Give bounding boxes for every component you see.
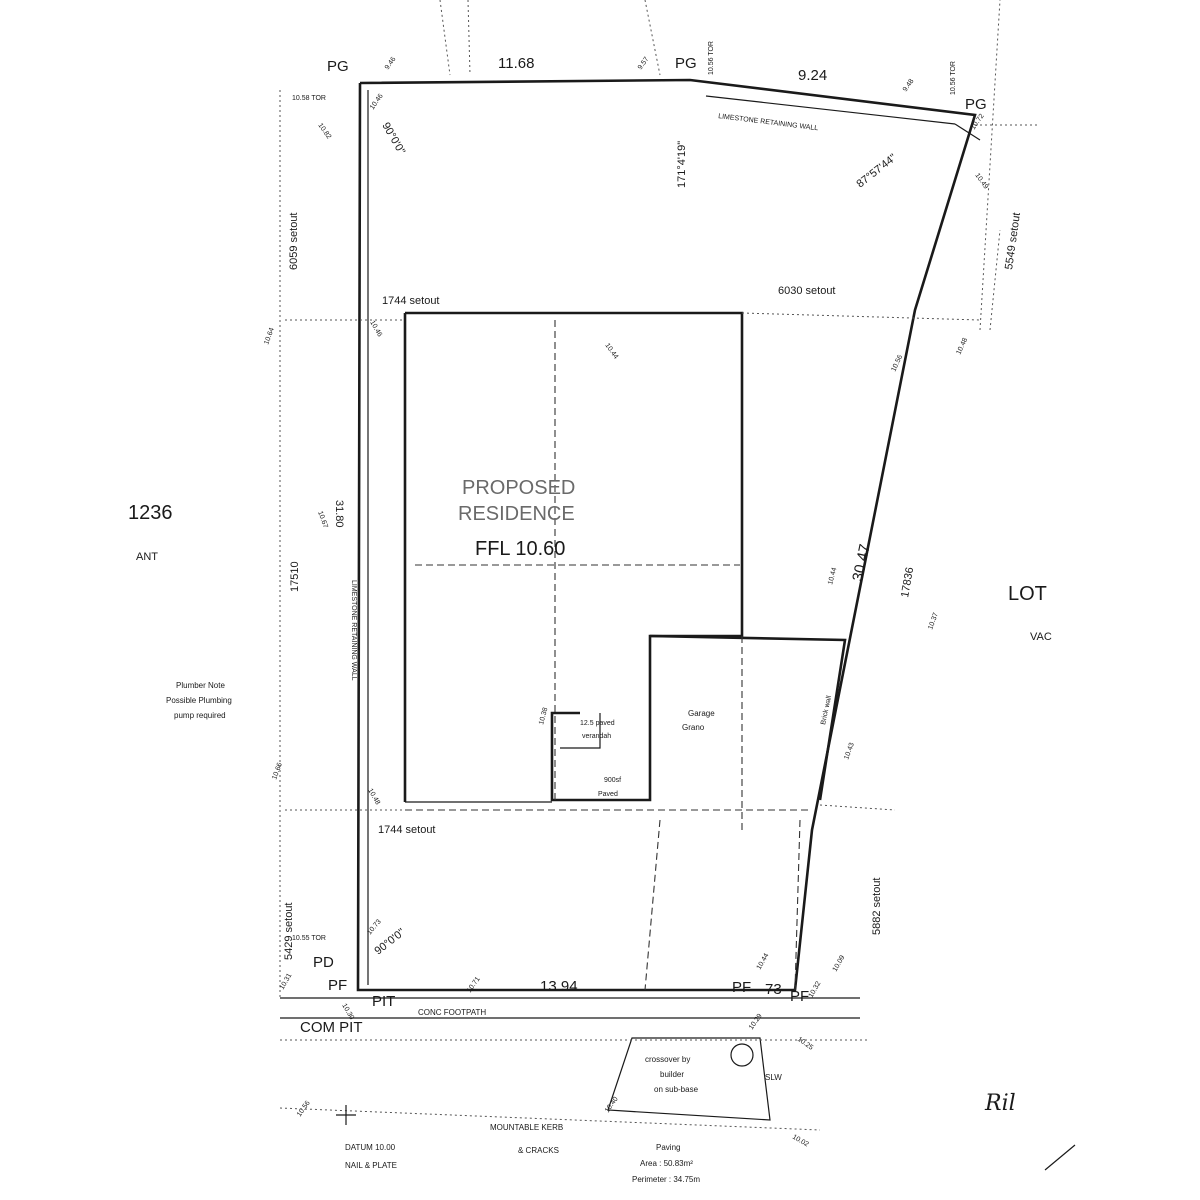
level-l2: 10.56 TOR (708, 41, 715, 75)
setout-front-upper: 1744 setout (382, 295, 440, 307)
level-l16: 10.64 (263, 327, 276, 346)
level-l33: 10.56 (296, 1100, 312, 1118)
crossover-1: crossover by (645, 1055, 690, 1064)
neighbour-lines (279, 0, 1040, 1000)
level-l34: 10.40 (604, 1096, 620, 1114)
level-l23: 10.38 (538, 707, 549, 726)
pg-top-right: PG (965, 96, 987, 113)
level-l28: 10.32 (808, 980, 823, 999)
crossover-3: on sub-base (654, 1085, 699, 1094)
street-pit: PIT (372, 993, 395, 1010)
street-lines (279, 997, 870, 1131)
level-l24: 10.71 (466, 976, 482, 994)
street-nail: NAIL & PLATE (345, 1161, 397, 1170)
patio-label-1: 900sf (604, 777, 621, 784)
level-l1: 10.58 TOR (292, 95, 326, 102)
level-l25: 10.44 (827, 567, 838, 586)
level-l13: 10.46 (368, 320, 383, 339)
street-com-pit: COM PIT (300, 1019, 363, 1036)
dim-bottom-right: 73 (765, 981, 782, 998)
dim-left-side: 31.80 (333, 500, 345, 528)
crossover-2: builder (660, 1070, 684, 1079)
level-l26: 10.37 (927, 612, 940, 631)
pf-right: PF (790, 988, 809, 1005)
level-l20: 10.73 (366, 918, 383, 936)
plumber-note-1: Plumber Note (176, 681, 225, 690)
residence-label-2: RESIDENCE (458, 503, 575, 525)
angle-top-right: 87°57'44" (854, 152, 899, 191)
verandah-label-2: verandah (582, 733, 611, 740)
residence-label-1: PROPOSED (462, 477, 575, 499)
setout-left-depth: 17510 (289, 561, 301, 592)
lot-boundary (356, 78, 981, 992)
level-l3: 10.56 TOR (950, 61, 957, 95)
level-l5: 9.46 (384, 56, 398, 71)
level-l35: 10.02 (791, 1134, 810, 1149)
level-l15: 10.48 (955, 337, 969, 356)
pg-top-mid: PG (675, 55, 697, 72)
level-l6: 9.57 (637, 56, 651, 71)
level-l21: 10.31 (279, 972, 294, 991)
garage-label: Garage (688, 709, 715, 718)
level-l8: 10.46 (369, 93, 385, 111)
level-l32: 10.44 (756, 952, 771, 971)
level-l17: 10.67 (316, 510, 329, 529)
angle-top-left: 90°0'0" (379, 121, 407, 157)
level-l4: 10.55 TOR (292, 935, 326, 942)
pd-mark: PD (313, 954, 334, 971)
angle-bottom-left: 90°0'0" (372, 926, 407, 957)
neighbour-left-lot: 1236 (128, 502, 173, 524)
crossover-paving: Paving (656, 1143, 680, 1152)
pg-top-left: PG (327, 58, 349, 75)
angle-top-mid: 171°4'19" (676, 141, 688, 188)
level-l12: 10.49 (973, 172, 989, 190)
street-cracks: & CRACKS (518, 1146, 559, 1155)
setout-front-lower: 1744 setout (378, 824, 436, 836)
garage-sub: Grano (682, 723, 705, 732)
residence-outline (403, 311, 847, 830)
driveway (607, 819, 801, 1121)
patio-label-2: Paved (598, 791, 618, 798)
setout-left-lower: 5429 setout (283, 903, 295, 961)
street-kerb: MOUNTABLE KERB (490, 1123, 563, 1132)
street-footpath: CONC FOOTPATH (418, 1008, 486, 1017)
crossover-perimeter: Perimeter : 34.75m (632, 1175, 700, 1184)
crossover-area: Area : 50.83m² (640, 1159, 693, 1168)
residence-ffl: FFL 10.60 (475, 538, 565, 560)
handwritten-note: Ril (984, 1091, 1016, 1116)
dim-top-right: 9.24 (798, 67, 827, 84)
level-l9: 10.82 (316, 122, 332, 140)
setout-right-depth: 17836 (899, 566, 916, 598)
verandah-label-1: 12.5 paved (580, 720, 615, 727)
plumber-note-2: Possible Plumbing (166, 696, 232, 705)
level-l7: 9.48 (902, 78, 916, 93)
plumber-note-3: pump required (174, 711, 226, 720)
pf-mid: PF (732, 979, 751, 996)
street-datum: DATUM 10.00 (345, 1143, 396, 1152)
hand-arrow (1044, 1144, 1076, 1171)
level-l30: 10.29 (748, 1013, 764, 1031)
neighbour-left-sub: ANT (136, 551, 158, 563)
limestone-wall-left: LIMESTONE RETAINING WALL (350, 580, 357, 681)
level-l29: 10.09 (832, 954, 847, 973)
setout-right-upper: 5549 setout (1003, 212, 1023, 271)
street-slw: SLW (765, 1073, 782, 1082)
setout-left-upper: 6059 setout (288, 213, 300, 271)
level-l11: 10.44 (603, 342, 619, 360)
setout-right-lower: 5882 setout (871, 878, 883, 936)
level-l31: 10.25 (796, 1036, 814, 1052)
level-l18: 10.66 (271, 762, 284, 781)
dim-top-left: 11.68 (498, 55, 534, 72)
dim-right-side: 30.47 (849, 543, 873, 583)
setout-lines (285, 312, 981, 811)
dim-bottom: 13.94 (540, 978, 578, 995)
level-l27: 10.43 (843, 742, 856, 761)
setout-side-right-upper: 6030 setout (778, 285, 836, 297)
neighbour-right-lot: LOT (1008, 583, 1047, 605)
pf-left: PF (328, 977, 347, 994)
neighbour-right-sub: VAC (1030, 631, 1052, 643)
limestone-wall-top: LIMESTONE RETAINING WALL (718, 113, 819, 132)
